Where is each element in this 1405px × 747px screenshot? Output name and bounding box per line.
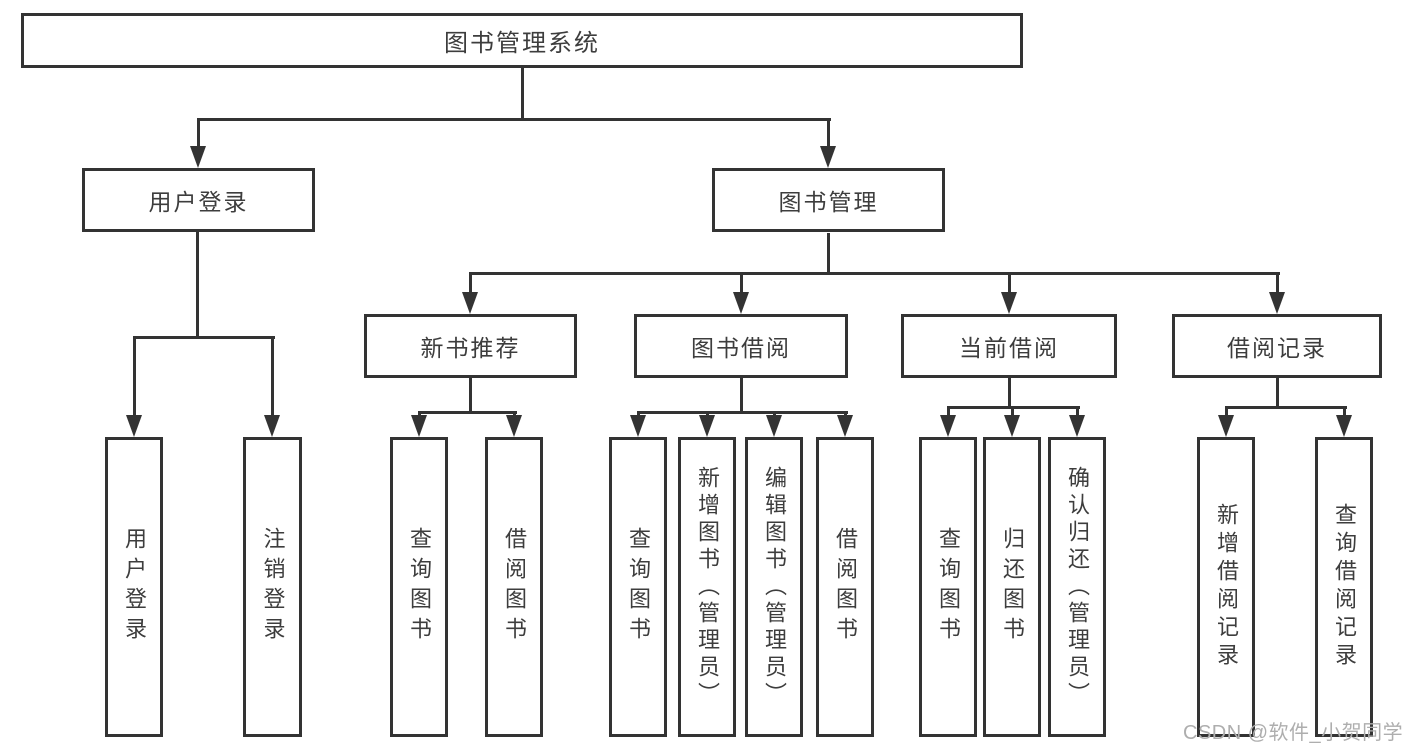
leaf-current-query-books-label: 查询图书 xyxy=(936,527,961,647)
arrowhead-down-icon xyxy=(126,415,142,437)
leaf-logout: 注销登录 xyxy=(243,437,302,737)
node-new-book-recommend-label: 新书推荐 xyxy=(420,335,521,361)
node-user-login: 用户登录 xyxy=(82,168,315,232)
node-borrow-record: 借阅记录 xyxy=(1172,314,1382,378)
leaf-logout-label: 注销登录 xyxy=(260,527,286,647)
node-borrow-record-label: 借阅记录 xyxy=(1227,335,1327,361)
connector-line xyxy=(418,411,517,414)
connector-line xyxy=(521,68,524,121)
node-current-borrow-label: 当前借阅 xyxy=(959,335,1059,361)
arrowhead-down-icon xyxy=(630,415,646,437)
leaf-borrow-query-books: 查询图书 xyxy=(609,437,667,737)
leaf-newbook-borrow-books: 借阅图书 xyxy=(485,437,543,737)
leaf-current-query-books: 查询图书 xyxy=(919,437,977,737)
arrow-stem xyxy=(1007,272,1011,296)
leaf-record-query-borrow-record: 查询借阅记录 xyxy=(1315,437,1373,737)
leaf-borrow-add-books-admin: 新增图书（管理员） xyxy=(678,437,736,737)
leaf-record-query-borrow-record-label: 查询借阅记录 xyxy=(1332,503,1357,671)
node-root: 图书管理系统 xyxy=(21,13,1023,68)
arrow-stem xyxy=(468,272,472,296)
arrowhead-down-icon xyxy=(411,415,427,437)
arrow-stem xyxy=(196,118,200,150)
arrow-stem xyxy=(1010,406,1014,419)
arrowhead-down-icon xyxy=(1218,415,1234,437)
leaf-current-confirm-return-admin: 确认归还（管理员） xyxy=(1048,437,1106,737)
arrowhead-down-icon xyxy=(264,415,280,437)
connector-line xyxy=(637,411,848,414)
arrow-stem xyxy=(1224,406,1228,419)
connector-line xyxy=(133,336,275,339)
arrowhead-down-icon xyxy=(1004,415,1020,437)
arrow-stem xyxy=(270,336,274,419)
arrowhead-down-icon xyxy=(190,146,206,168)
node-book-borrow: 图书借阅 xyxy=(634,314,848,378)
leaf-record-add-borrow-record-label: 新增借阅记录 xyxy=(1214,503,1239,671)
connector-line xyxy=(197,118,831,121)
arrowhead-down-icon xyxy=(506,415,522,437)
connector-line xyxy=(469,378,472,414)
node-new-book-recommend: 新书推荐 xyxy=(364,314,577,378)
arrowhead-down-icon xyxy=(1336,415,1352,437)
arrowhead-down-icon xyxy=(837,415,853,437)
arrowhead-down-icon xyxy=(940,415,956,437)
arrowhead-down-icon xyxy=(1269,292,1285,314)
arrow-stem xyxy=(826,118,830,150)
node-book-management: 图书管理 xyxy=(712,168,945,232)
leaf-newbook-borrow-books-label: 借阅图书 xyxy=(502,527,527,647)
arrowhead-down-icon xyxy=(699,415,715,437)
leaf-borrow-query-books-label: 查询图书 xyxy=(626,527,651,647)
leaf-borrow-add-books-admin-label: 新增图书（管理员） xyxy=(695,465,720,709)
arrowhead-down-icon xyxy=(820,146,836,168)
arrowhead-down-icon xyxy=(733,292,749,314)
leaf-borrow-edit-books-admin-label: 编辑图书（管理员） xyxy=(762,465,787,709)
node-book-management-label: 图书管理 xyxy=(778,189,879,215)
leaf-borrow-borrow-books: 借阅图书 xyxy=(816,437,874,737)
leaf-current-confirm-return-admin-label: 确认归还（管理员） xyxy=(1065,465,1090,709)
arrow-stem xyxy=(1075,406,1079,419)
leaf-current-return-books-label: 归还图书 xyxy=(1000,527,1025,647)
leaf-record-add-borrow-record: 新增借阅记录 xyxy=(1197,437,1255,737)
connector-line xyxy=(1225,406,1347,409)
arrow-stem xyxy=(739,272,743,296)
arrow-stem xyxy=(946,406,950,419)
connector-line xyxy=(196,232,199,339)
node-current-borrow: 当前借阅 xyxy=(901,314,1117,378)
watermark: CSDN @软件_小贺同学 xyxy=(1183,722,1404,744)
connector-line xyxy=(740,378,743,414)
leaf-borrow-edit-books-admin: 编辑图书（管理员） xyxy=(745,437,803,737)
node-user-login-label: 用户登录 xyxy=(148,189,249,215)
arrow-stem xyxy=(132,336,136,419)
leaf-newbook-query-books: 查询图书 xyxy=(390,437,448,737)
leaf-borrow-borrow-books-label: 借阅图书 xyxy=(833,527,858,647)
arrowhead-down-icon xyxy=(462,292,478,314)
arrowhead-down-icon xyxy=(1069,415,1085,437)
leaf-newbook-query-books-label: 查询图书 xyxy=(407,527,432,647)
connector-line xyxy=(827,233,830,275)
node-book-borrow-label: 图书借阅 xyxy=(691,335,791,361)
arrowhead-down-icon xyxy=(766,415,782,437)
connector-line xyxy=(469,272,1280,275)
connector-line xyxy=(1008,378,1011,409)
arrow-stem xyxy=(1275,272,1279,296)
arrowhead-down-icon xyxy=(1001,292,1017,314)
leaf-user-login-label: 用户登录 xyxy=(122,527,147,647)
node-root-label: 图书管理系统 xyxy=(444,30,600,57)
leaf-user-login: 用户登录 xyxy=(105,437,163,737)
connector-line xyxy=(947,406,1080,409)
connector-line xyxy=(1276,378,1279,409)
arrow-stem xyxy=(1342,406,1346,419)
leaf-current-return-books: 归还图书 xyxy=(983,437,1041,737)
